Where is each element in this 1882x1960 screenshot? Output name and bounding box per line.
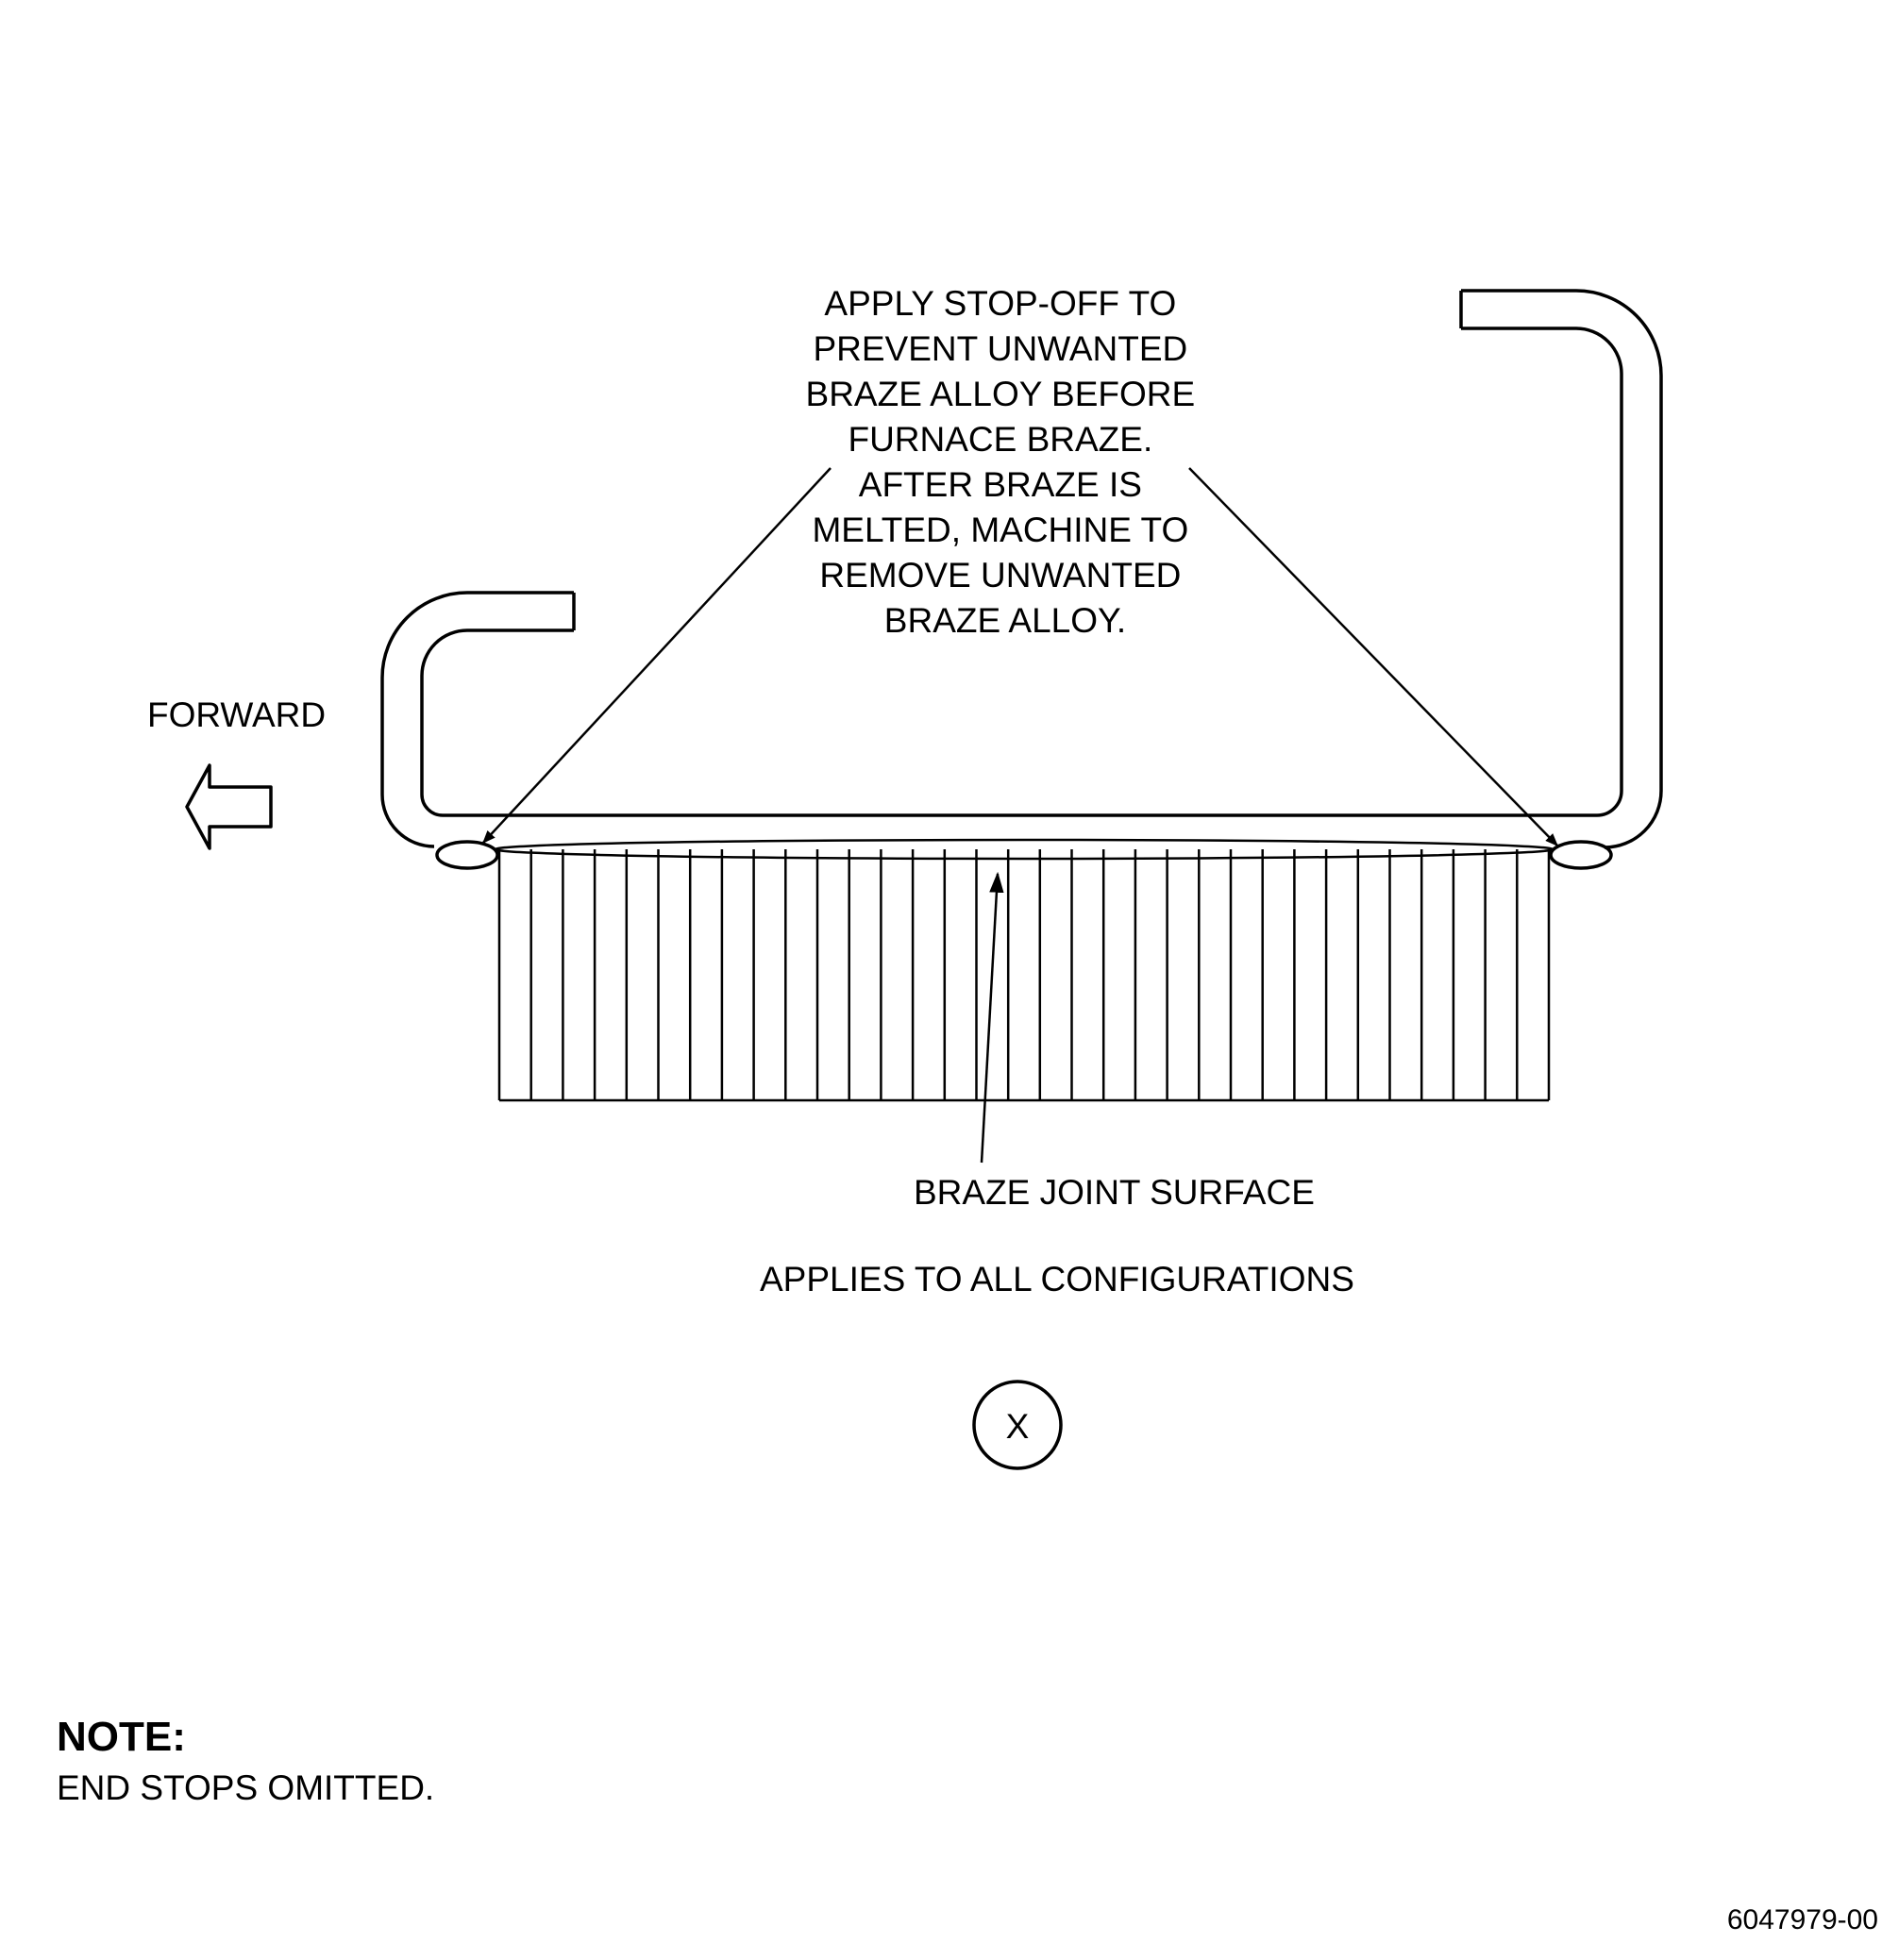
figure-id: 6047979-00 xyxy=(1727,1904,1878,1935)
callout-line: PREVENT UNWANTED xyxy=(813,329,1187,368)
callout-line: BRAZE ALLOY BEFORE xyxy=(806,375,1196,413)
callout-text: APPLY STOP-OFF TO PREVENT UNWANTED BRAZE… xyxy=(806,284,1205,640)
note-text: END STOPS OMITTED. xyxy=(57,1768,434,1807)
right-tube-inner xyxy=(1461,327,1623,817)
stop-off-left xyxy=(435,840,499,870)
right-tube xyxy=(1461,289,1663,849)
forward-arrow-icon xyxy=(185,763,273,850)
view-marker-circle xyxy=(972,1380,1063,1470)
forward-label: FORWARD xyxy=(147,695,326,734)
left-tube-inner xyxy=(420,628,574,817)
note-title: NOTE: xyxy=(57,1714,186,1760)
callout-line: APPLY STOP-OFF TO xyxy=(824,284,1176,323)
stop-off-right xyxy=(1549,840,1613,870)
view-marker-label: X xyxy=(1006,1407,1030,1446)
applies-label: APPLIES TO ALL CONFIGURATIONS xyxy=(760,1260,1354,1298)
callout-line: FURNACE BRAZE. xyxy=(848,420,1152,459)
callout-line: MELTED, MACHINE TO xyxy=(812,511,1188,549)
callout-leader-left xyxy=(482,467,832,845)
fin-block xyxy=(497,849,1551,1102)
callout-line: AFTER BRAZE IS xyxy=(859,465,1142,504)
callout-leader-right xyxy=(1188,467,1558,847)
left-tube xyxy=(380,591,574,848)
callout-line: REMOVE UNWANTED xyxy=(819,556,1181,595)
callout-line: BRAZE ALLOY. xyxy=(884,601,1126,640)
joint-leader xyxy=(980,871,1004,1164)
braze-joint-surface xyxy=(494,838,1554,861)
joint-label: BRAZE JOINT SURFACE xyxy=(914,1173,1315,1212)
